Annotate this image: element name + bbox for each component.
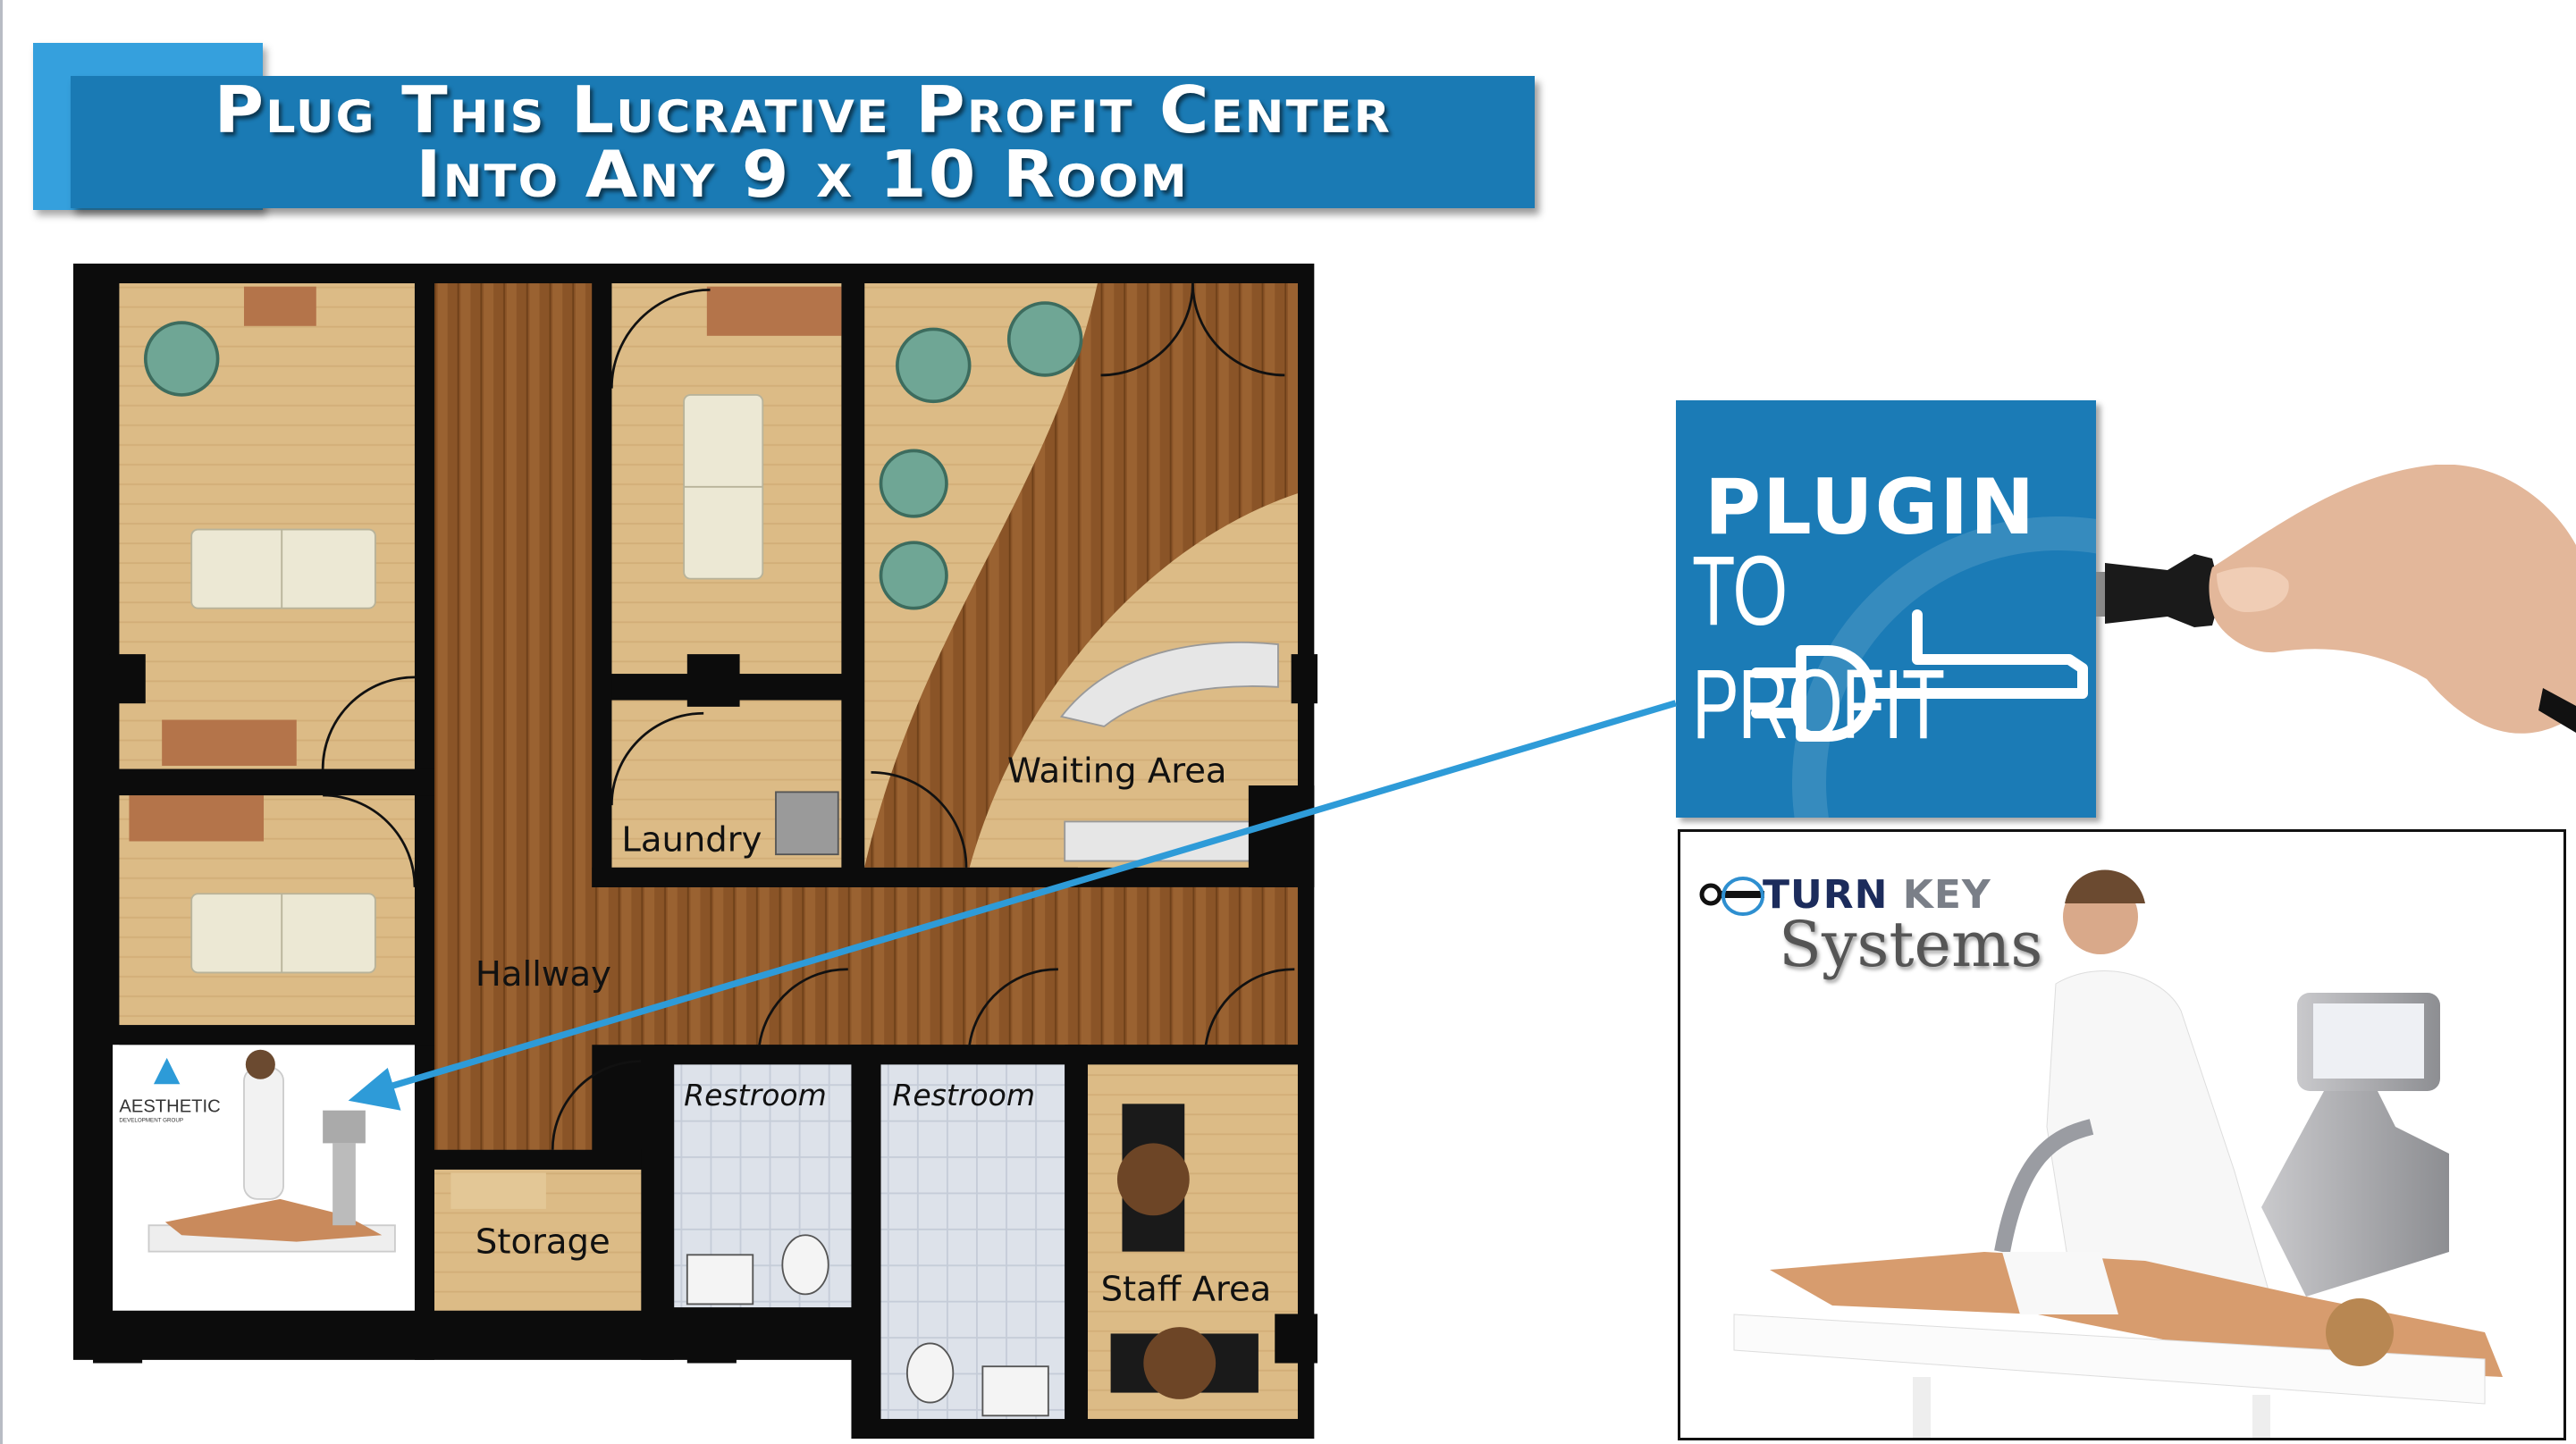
toilets (686, 1234, 1049, 1417)
treatment-bed (190, 893, 376, 974)
aesthetic-logo-icon (153, 1057, 181, 1085)
cabinet (129, 795, 265, 842)
staff-tables (1110, 1104, 1259, 1399)
room-label-staff-area: Staff Area (1101, 1270, 1272, 1310)
cabinet (706, 286, 842, 336)
chairs (143, 301, 1083, 610)
washer (775, 791, 839, 856)
turn-word: TURN (1763, 872, 1889, 918)
plugin-to-profit-badge: PLUGIN TO PROFIT (1676, 400, 2096, 818)
floor-plan: AESTHETIC DEVELOPMENT GROUP (73, 264, 1317, 1439)
cabinet (162, 719, 297, 766)
treatment-bed (190, 528, 376, 609)
to-profit-text: TO PROFIT (1692, 536, 1945, 760)
inset-logo-tagline: DEVELOPMENT GROUP (119, 1118, 183, 1124)
cabinet (450, 1172, 546, 1209)
inset-treatment-illustration (147, 1049, 396, 1253)
key-logo-icon (1699, 877, 1764, 916)
inset-logo-name: AESTHETIC (119, 1097, 220, 1117)
page-edge (0, 0, 3, 1444)
systems-logo-text: Systems (1779, 908, 2043, 981)
room-label-hallway: Hallway (476, 954, 611, 995)
hand-holding-plug-image (2096, 465, 2576, 734)
turnkey-systems-panel: TURN KEY Systems (1678, 829, 2566, 1440)
plug-icon (1751, 609, 2088, 742)
room-label-restroom-2: Restroom (892, 1078, 1035, 1112)
turnkey-logo-text: TURN KEY (1763, 872, 1991, 918)
room-label-laundry: Laundry (621, 819, 762, 860)
key-word: KEY (1902, 872, 1991, 918)
title-banner: Plug This Lucrative Profit Center Into A… (71, 76, 1535, 208)
room-label-waiting-area: Waiting Area (1007, 751, 1227, 791)
plugin-text: PLUGIN (1705, 463, 2037, 552)
title-line-1: Plug This Lucrative Profit Center (214, 72, 1392, 147)
room-label-storage: Storage (476, 1222, 610, 1262)
cabinet (243, 286, 316, 326)
body-contouring-treatment-photo (1733, 869, 2503, 1438)
room-label-restroom-1: Restroom (684, 1078, 827, 1112)
title-line-2: Into Any 9 x 10 Room (416, 137, 1190, 212)
